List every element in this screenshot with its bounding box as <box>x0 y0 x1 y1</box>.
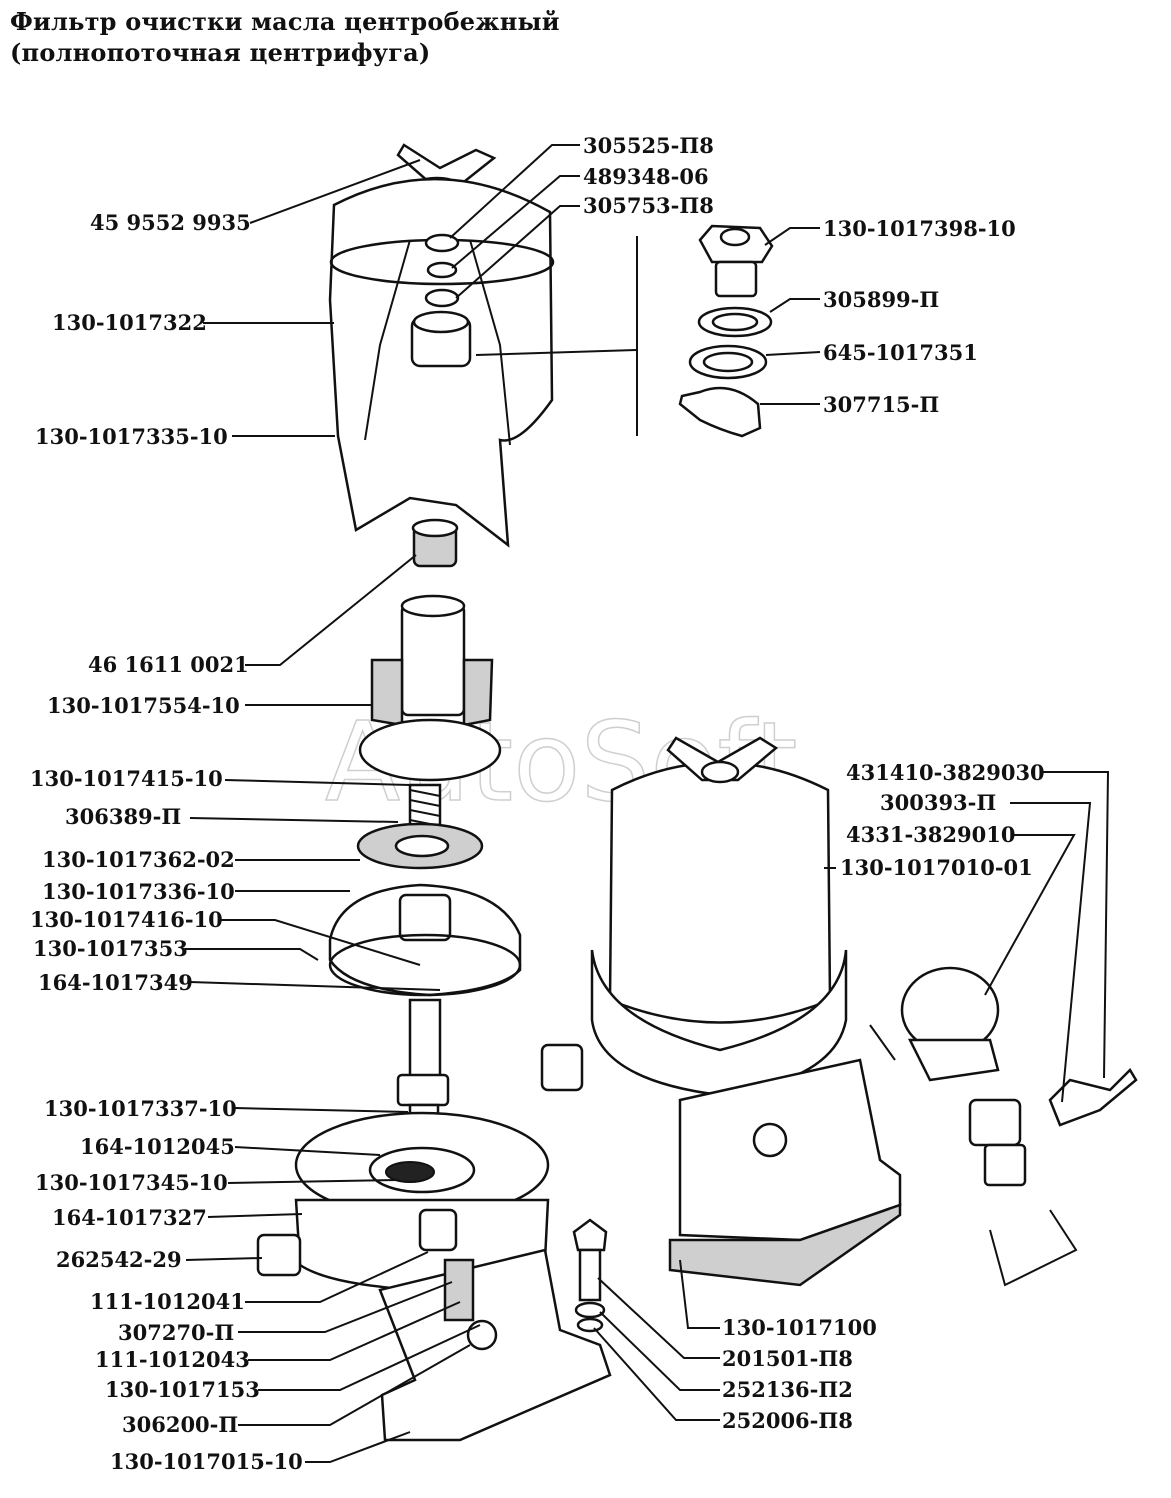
label-l02: 305525-П8 <box>583 133 714 158</box>
part-labels: 45 9552 9935 305525-П8 489348-06 305753-… <box>30 133 1045 1474</box>
label-l04: 305753-П8 <box>583 193 714 218</box>
label-l33: 306200-П <box>122 1412 238 1437</box>
label-l23: 130-1017010-01 <box>840 855 1033 880</box>
label-l28: 262542-29 <box>56 1247 182 1272</box>
label-l09: 307715-П <box>823 392 939 417</box>
lower-housing-assembly <box>256 1111 612 1442</box>
label-l29: 111-1012041 <box>90 1289 245 1314</box>
label-l10: 130-1017335-10 <box>35 424 228 449</box>
label-l18: 130-1017353 <box>33 936 188 961</box>
label-l03: 489348-06 <box>583 164 709 189</box>
label-l01: 45 9552 9935 <box>90 210 251 235</box>
label-l17: 130-1017416-10 <box>30 907 223 932</box>
label-l07: 305899-П <box>823 287 939 312</box>
label-l38: 252006-П8 <box>722 1408 853 1433</box>
label-l08: 645-1017351 <box>823 340 978 365</box>
label-l12: 130-1017554-10 <box>47 693 240 718</box>
label-l20: 431410-3829030 <box>846 760 1045 785</box>
label-l13: 130-1017415-10 <box>30 766 223 791</box>
label-l22: 4331-3829010 <box>846 822 1015 847</box>
page-title: Фильтр очистки масла центробежный (полно… <box>10 6 560 68</box>
label-l16: 130-1017336-10 <box>42 879 235 904</box>
drain-plug-assembly-top-right <box>678 224 774 438</box>
label-l30: 307270-П <box>118 1320 234 1345</box>
label-l06: 130-1017322 <box>52 310 207 335</box>
label-l14: 306389-П <box>65 804 181 829</box>
label-l21: 300393-П <box>880 790 996 815</box>
label-l25: 164-1012045 <box>80 1134 235 1159</box>
title-line-1: Фильтр очистки масла центробежный <box>10 7 560 36</box>
label-l11: 46 1611 0021 <box>88 652 249 677</box>
label-l32: 130-1017153 <box>105 1377 260 1402</box>
title-line-2: (полнопоточная центрифуга) <box>10 38 431 67</box>
rotor-axle-assembly <box>328 518 522 1167</box>
label-l15: 130-1017362-02 <box>42 847 235 872</box>
label-l19: 164-1017349 <box>38 970 193 995</box>
label-l27: 164-1017327 <box>52 1205 207 1230</box>
label-l26: 130-1017345-10 <box>35 1170 228 1195</box>
label-l35: 130-1017100 <box>722 1315 877 1340</box>
sensor-assembly <box>869 966 1138 1287</box>
label-l24: 130-1017337-10 <box>44 1096 237 1121</box>
label-l36: 201501-П8 <box>722 1346 853 1371</box>
assembled-filter <box>540 736 902 1287</box>
label-l05: 130-1017398-10 <box>823 216 1016 241</box>
label-l37: 252136-П2 <box>722 1377 853 1402</box>
rotor-cap-assembly <box>328 143 555 548</box>
label-l34: 130-1017015-10 <box>110 1449 303 1474</box>
leader-lines <box>185 144 1110 1463</box>
label-l31: 111-1012043 <box>95 1347 250 1372</box>
